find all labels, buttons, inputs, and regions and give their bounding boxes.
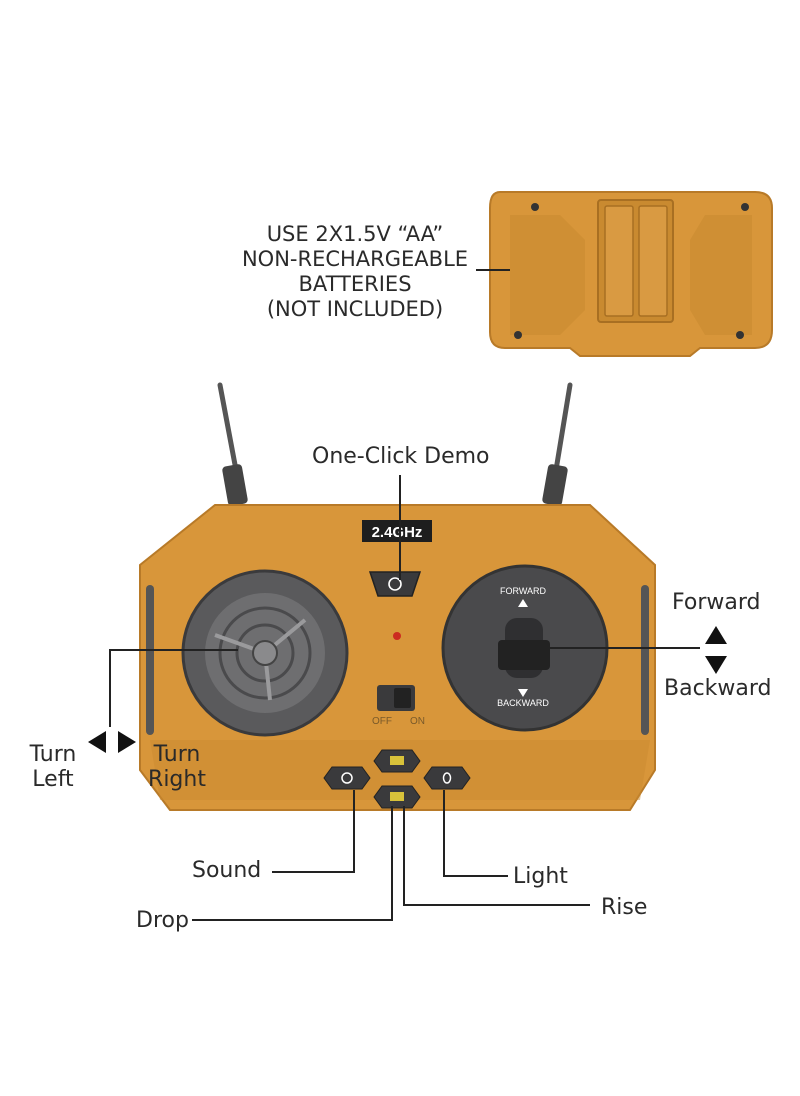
on-mark: ON	[410, 716, 425, 727]
battery-note-line3: BATTERIES	[298, 272, 412, 296]
turn-right-label: Turn Right	[144, 742, 210, 793]
battery-note-line2: NON-RECHARGEABLE	[241, 247, 469, 271]
turn-right-label-line2: Right	[148, 767, 206, 793]
sound-label: Sound	[192, 858, 262, 883]
throttle-joystick[interactable]: FORWARD BACKWARD	[441, 564, 609, 732]
power-switch[interactable]	[377, 685, 415, 711]
backward-label: Backward	[664, 676, 772, 701]
antenna-left	[217, 382, 248, 506]
battery-note: USE 2X1.5V “AA” NON-RECHARGEABLE BATTERI…	[215, 222, 495, 322]
turn-left-label-line1: Turn	[29, 742, 77, 767]
demo-label: One-Click Demo	[312, 444, 490, 469]
off-mark: OFF	[372, 716, 392, 727]
rise-button[interactable]	[373, 749, 421, 773]
turn-left-label-line2: Left	[32, 767, 74, 793]
forward-arrow	[705, 626, 727, 644]
battery-note-line1: USE 2X1.5V “AA”	[266, 222, 444, 246]
backward-arrow	[705, 656, 727, 674]
backward-mark: BACKWARD	[497, 698, 549, 708]
frequency-badge: 2.4GHz	[362, 520, 432, 542]
sound-button[interactable]	[323, 766, 371, 790]
turn-right-arrow	[118, 731, 136, 753]
turn-right-label-line1: Turn	[153, 742, 201, 767]
forward-label: Forward	[672, 590, 761, 615]
rise-label: Rise	[601, 895, 648, 920]
battery-compartment-image	[476, 191, 773, 357]
drop-label: Drop	[136, 908, 189, 933]
forward-mark: FORWARD	[500, 586, 546, 596]
antenna-right	[542, 382, 573, 506]
battery-note-line4: (NOT INCLUDED)	[266, 297, 444, 321]
light-button[interactable]	[423, 766, 471, 790]
demo-button[interactable]	[368, 571, 422, 597]
light-label: Light	[513, 864, 568, 889]
drop-button[interactable]	[373, 785, 421, 809]
power-led	[393, 632, 401, 640]
turn-left-arrow	[88, 731, 106, 753]
leader-lines	[109, 475, 700, 921]
turn-left-label: Turn Left	[24, 742, 82, 793]
frequency-text: 2.4GHz	[372, 524, 423, 541]
steering-joystick[interactable]	[181, 569, 349, 737]
